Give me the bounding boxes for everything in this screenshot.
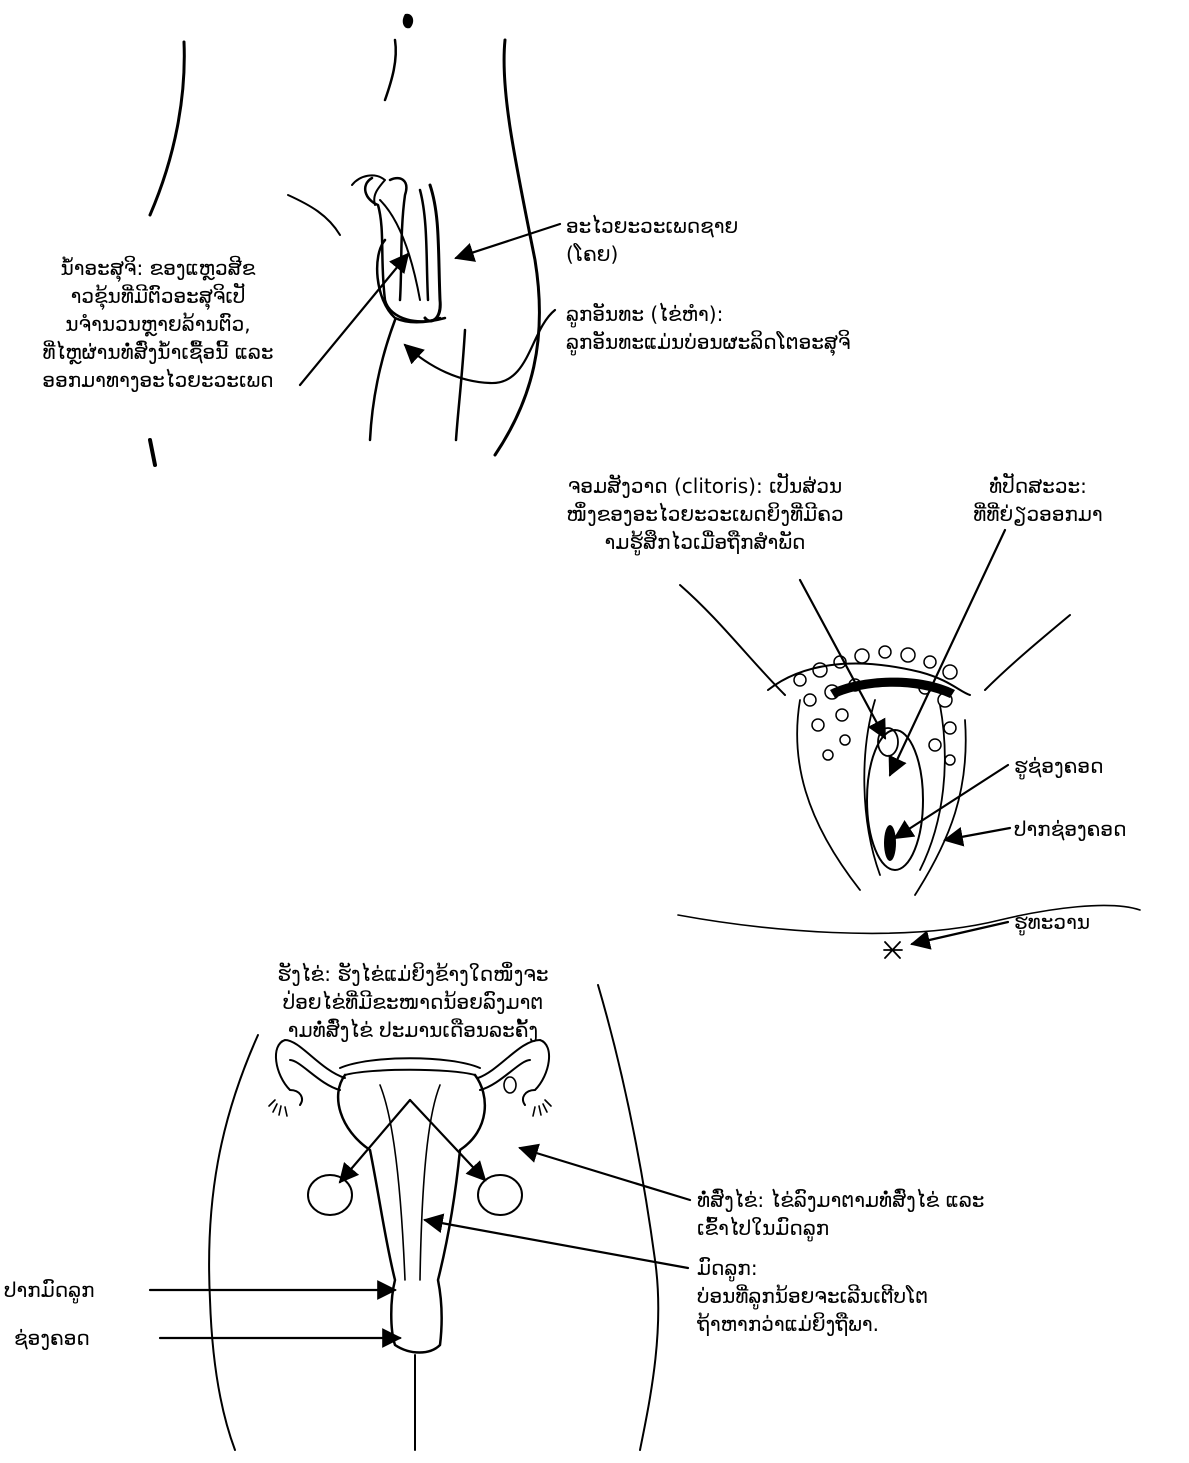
clitoris-label: ຈອມສັງວາດ (clitoris): ເປັນສ່ວນ ໜຶ່ງຂອງອະ…	[505, 472, 905, 556]
vulva-label: ປາກຊ່ອງຄອດ	[1014, 815, 1184, 843]
female-external-arrows	[800, 530, 1010, 944]
testicles-label: ລູກອັນທະ (ໄຂ່ຫຳ): ລູກອັນທະແມ່ນບ່ອນຜະລິດໂ…	[566, 300, 986, 356]
female-internal-arrows	[150, 1100, 690, 1338]
vagina-label: ຊ່ອງຄອດ	[14, 1324, 164, 1352]
uterus-drawing	[269, 1040, 551, 1353]
womb-label: ມົດລູກ: ບ່ອນທີ່ລູກນ້ອຍຈະເລີນເຕີບໂຕ ຖ້າຫາ…	[697, 1254, 1137, 1338]
urethra-label: ທໍ່ປັດສະວະ: ທີ່ທີ່ຍ່ຽວອອກມາ	[938, 472, 1138, 528]
male-arrows	[300, 224, 560, 385]
ovaries-label: ຮັງໄຂ່: ຮັງໄຂ່ແມ່ຍິງຂ້າງໃດໜຶ່ງຈະ ປ່ອຍໄຂ່…	[218, 960, 608, 1044]
semen-label: ນ້ຳອະສຸຈິ: ຂອງແຫຼວສີຂ າວຂຸ້ນທີ່ມີຕົວອະສຸ…	[8, 254, 308, 394]
anus-label: ຮູທະວານ	[1014, 908, 1184, 936]
vaginal-opening-label: ຮູຊ່ອງຄອດ	[1014, 752, 1184, 780]
fallopian-tubes-label: ທໍ່ສົ່ງໄຂ່: ໄຂ່ລົງມາຕາມທໍ່ສົ່ງໄຂ່ ແລະ ເຂ…	[697, 1186, 1137, 1242]
cervix-label: ປາກມົດລູກ	[4, 1276, 154, 1304]
male-body-outline	[150, 14, 539, 465]
penis-label: ອະໄວຍະວະເພດຊາຍ (ໂຄຍ)	[566, 212, 866, 268]
male-organs-drawing	[352, 175, 445, 322]
